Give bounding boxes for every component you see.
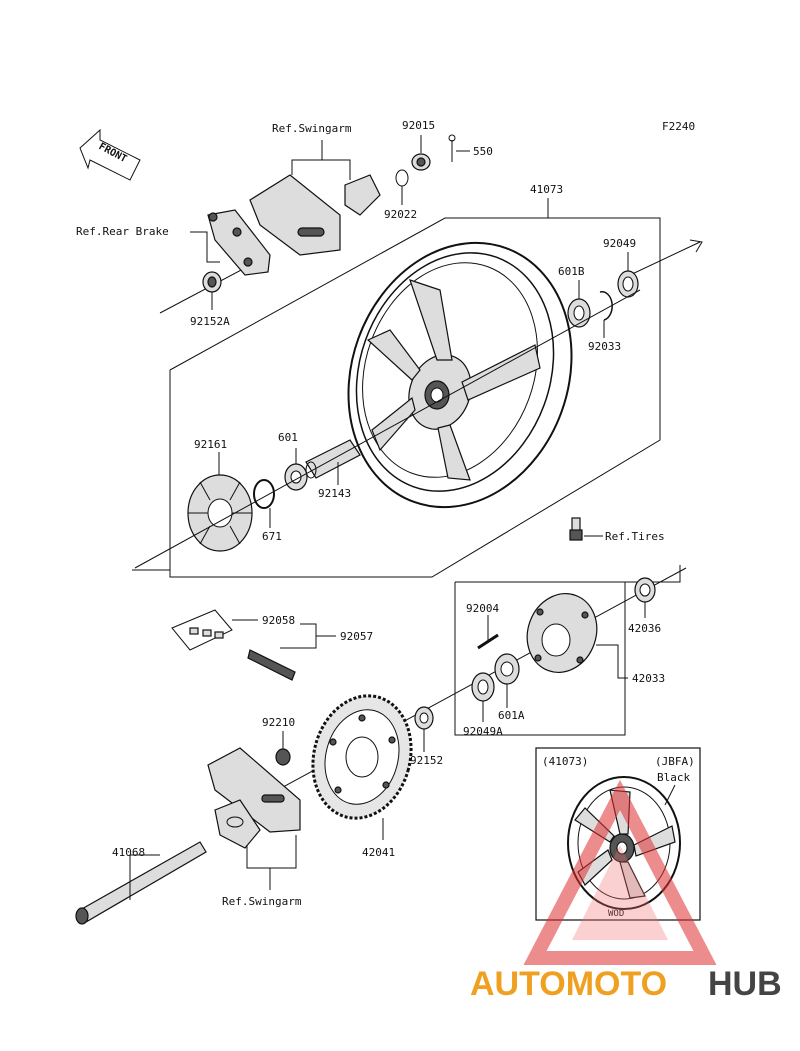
watermark-text-hub: HUB: [708, 965, 782, 1003]
label-92033: 92033: [588, 340, 621, 353]
label-92152a: 92152A: [190, 315, 230, 328]
inset-marking: WOD: [608, 909, 624, 919]
label-41068: 41068: [112, 846, 145, 859]
label-42036: 42036: [628, 622, 661, 635]
front-label: FRONT: [97, 141, 129, 165]
inset-part-ref: (41073): [542, 755, 588, 768]
label-671: 671: [262, 530, 282, 543]
swingarm-bracket-bottom: [207, 747, 301, 849]
inset-code: (JBFA): [655, 755, 695, 768]
oil-seal-92049a: [471, 672, 495, 702]
collar-92152: [414, 706, 434, 730]
drive-chain-92057: [171, 609, 296, 681]
label-92161: 92161: [194, 438, 227, 451]
circlip-92033: [599, 290, 613, 321]
label-ref-swingarm-bottom: Ref.Swingarm: [222, 895, 302, 908]
label-92058: 92058: [262, 614, 295, 627]
label-92057: 92057: [340, 630, 373, 643]
label-92049a: 92049A: [463, 725, 503, 738]
o-ring-671: [253, 479, 275, 509]
hub-damper-92161: [187, 474, 253, 552]
stud-92004: [477, 633, 499, 650]
collar-42036: [634, 577, 656, 603]
swingarm-bracket-top: [249, 174, 381, 256]
label-92210: 92210: [262, 716, 295, 729]
label-92152: 92152: [410, 754, 443, 767]
rear-wheel-41073: [347, 241, 573, 509]
rear-brake-bracket: [207, 209, 271, 276]
oil-seal-92049: [617, 270, 639, 298]
inset-color: Black: [657, 771, 690, 784]
label-42041: 42041: [362, 846, 395, 859]
label-ref-swingarm-top: Ref.Swingarm: [272, 122, 352, 135]
collar-92152a: [202, 271, 222, 293]
axle-nut-92015: [411, 153, 431, 171]
cotter-pin-550: [448, 134, 456, 162]
label-92143: 92143: [318, 487, 351, 500]
label-41073: 41073: [530, 183, 563, 196]
nut-92210: [275, 748, 291, 766]
label-601b: 601B: [558, 265, 585, 278]
tire-valve: [569, 517, 583, 541]
label-92004: 92004: [466, 602, 499, 615]
label-92015: 92015: [402, 119, 435, 132]
label-550: 550: [473, 145, 493, 158]
sprocket-42041: [311, 694, 413, 820]
watermark-text-auto: AUTOMOTO: [470, 965, 667, 1003]
washer-92022: [395, 169, 409, 187]
label-92022: 92022: [384, 208, 417, 221]
coupling-42033: [526, 593, 598, 673]
bearing-601a: [494, 653, 520, 685]
front-arrow-icon: FRONT: [79, 128, 141, 181]
bearing-601b: [567, 298, 591, 328]
figure-code: F2240: [662, 120, 695, 133]
label-ref-rear-brake: Ref.Rear Brake: [76, 225, 169, 238]
label-601a: 601A: [498, 709, 525, 722]
bearing-601: [284, 463, 308, 491]
label-42033: 42033: [632, 672, 665, 685]
automotohub-logo-icon: [523, 779, 717, 965]
axle-41068: [75, 841, 207, 925]
label-ref-tires: Ref.Tires: [605, 530, 665, 543]
label-601: 601: [278, 431, 298, 444]
label-92049: 92049: [603, 237, 636, 250]
